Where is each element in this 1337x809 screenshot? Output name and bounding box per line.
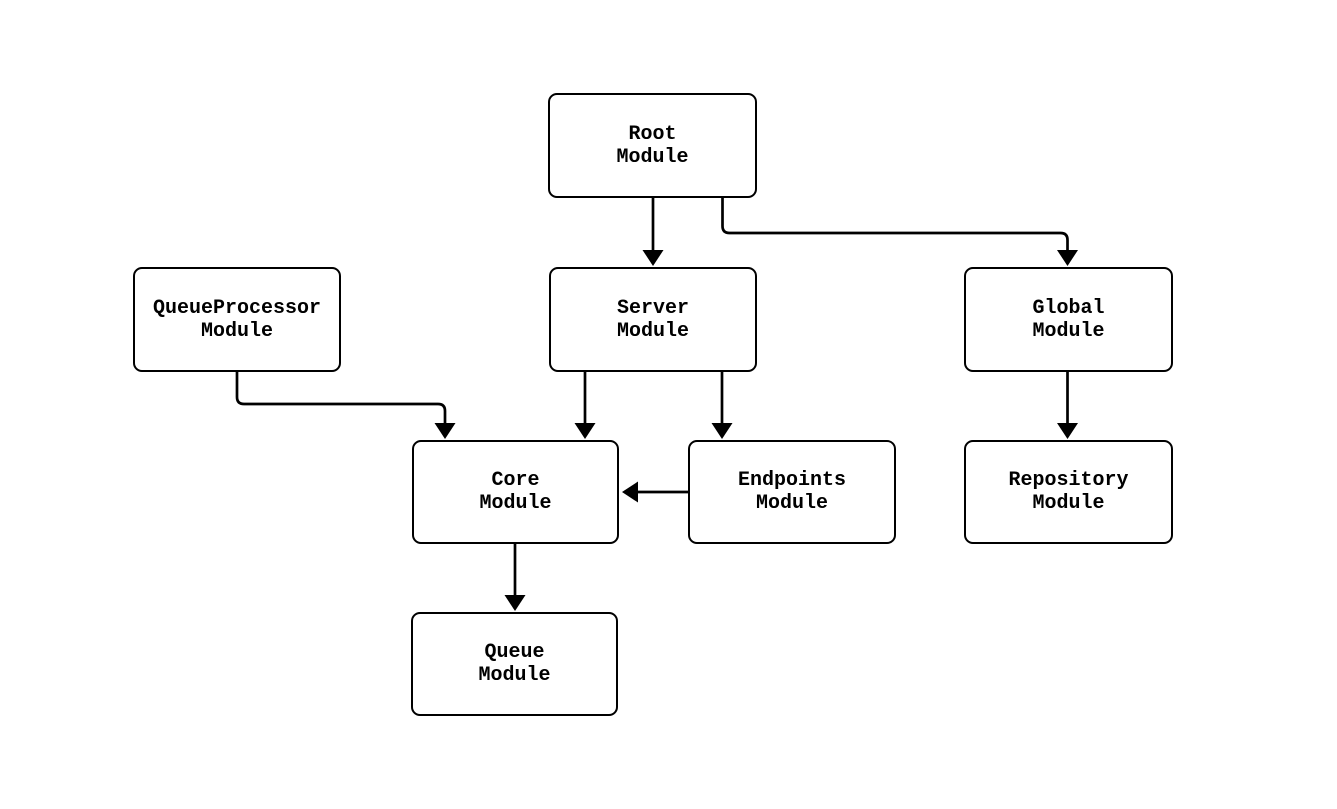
node-repository-module: Repository Module bbox=[964, 440, 1173, 544]
node-server-module: Server Module bbox=[549, 267, 757, 372]
node-core-module: Core Module bbox=[412, 440, 619, 544]
node-server-module-label: Server Module bbox=[616, 296, 689, 343]
node-global-module: Global Module bbox=[964, 267, 1173, 372]
edge-queue-processor-to-core bbox=[235, 371, 456, 439]
node-global-module-label: Global Module bbox=[1032, 296, 1105, 343]
node-queue-processor-module-label: QueueProcessor Module bbox=[152, 296, 322, 343]
node-queue-processor-module: QueueProcessor Module bbox=[133, 267, 341, 372]
node-root-module-label: Root Module bbox=[616, 122, 689, 169]
node-endpoints-module-label: Endpoints Module bbox=[737, 469, 847, 515]
node-queue-module: Queue Module bbox=[411, 612, 618, 716]
node-root-module: Root Module bbox=[548, 93, 757, 198]
node-endpoints-module: Endpoints Module bbox=[688, 440, 896, 544]
node-queue-module-label: Queue Module bbox=[478, 641, 551, 687]
node-core-module-label: Core Module bbox=[479, 469, 552, 515]
node-repository-module-label: Repository Module bbox=[1008, 469, 1129, 515]
edge-root-to-global bbox=[721, 197, 1078, 266]
